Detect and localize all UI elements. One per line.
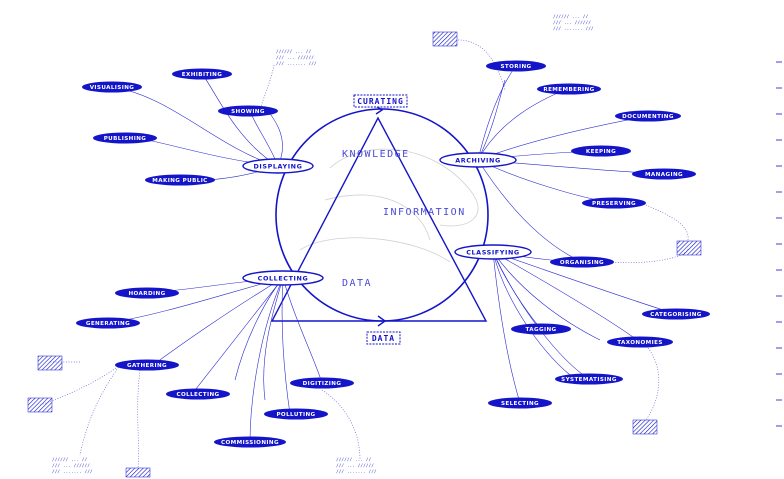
node-organising: ORGANISING [550, 256, 614, 268]
svg-text:/// ....... ///: /// ....... /// [276, 61, 317, 67]
curating-triangle [270, 116, 488, 322]
svg-text:VISUALISING: VISUALISING [90, 85, 135, 91]
data-box: DATA [366, 331, 401, 345]
svg-text:/// ... //////: /// ... ////// [52, 463, 90, 469]
connectors [107, 65, 677, 443]
scribble-note-4: ////// ... // /// ... ////// /// .......… [336, 457, 377, 475]
hatch-box-6 [125, 467, 151, 478]
svg-text:SHOWING: SHOWING [231, 109, 265, 115]
node-generating: GENERATING [76, 317, 140, 329]
svg-text:DISPLAYING: DISPLAYING [254, 162, 303, 170]
svg-text:KEEPING: KEEPING [586, 149, 616, 155]
svg-text:/// ... //////: /// ... ////// [336, 463, 374, 469]
svg-text:COLLECTING: COLLECTING [176, 392, 219, 398]
svg-text:PRESERVING: PRESERVING [592, 201, 636, 207]
scribble-note-1: ////// ... // /// ... ////// /// .......… [553, 14, 594, 32]
node-polluting: POLLUTING [264, 408, 328, 420]
svg-text:ARCHIVING: ARCHIVING [455, 156, 501, 164]
scribble-note-3: ////// ... // /// ... ////// /// .......… [52, 457, 93, 475]
svg-text:CURATING: CURATING [357, 97, 404, 106]
node-documenting: DOCUMENTING [615, 110, 681, 122]
node-managing: MANAGING [632, 168, 696, 180]
node-taxonomies: TAXONOMIES [607, 336, 673, 348]
node-storing: STORING [486, 60, 546, 72]
node-remembering: REMEMBERING [537, 83, 601, 95]
node-showing: SHOWING [218, 105, 278, 117]
node-exhibiting: EXHIBITING [172, 68, 232, 80]
node-tagging: TAGGING [511, 323, 571, 335]
svg-text:/// ... //////: /// ... ////// [553, 20, 591, 26]
svg-text:REMEMBERING: REMEMBERING [543, 87, 594, 93]
svg-text:SELECTING: SELECTING [501, 401, 539, 407]
hub-archiving: ARCHIVING [439, 152, 517, 168]
zone-information: INFORMATION [383, 207, 466, 218]
node-making-public: MAKING PUBLIC [145, 174, 215, 186]
node-hoarding: HOARDING [115, 287, 179, 299]
svg-text:EXHIBITING: EXHIBITING [182, 72, 222, 78]
hatch-box-4 [37, 355, 63, 371]
hub-classifying: CLASSIFYING [454, 244, 532, 260]
svg-text:DATA: DATA [372, 334, 395, 343]
hatch-box-2 [676, 240, 702, 256]
node-digitizing: DIGITIZING [290, 377, 354, 389]
svg-text:/// ... //////: /// ... ////// [276, 55, 314, 61]
node-selecting: SELECTING [488, 397, 552, 409]
svg-text:DIGITIZING: DIGITIZING [303, 381, 342, 387]
zone-knowledge: KNOWLEDGE [342, 149, 410, 160]
svg-text:////// ... //: ////// ... // [553, 14, 589, 20]
svg-text:HOARDING: HOARDING [128, 291, 165, 297]
hatch-box-1 [432, 31, 458, 47]
svg-text:GENERATING: GENERATING [86, 321, 130, 327]
svg-text:////// ... //: ////// ... // [336, 457, 372, 463]
svg-text:CLASSIFYING: CLASSIFYING [466, 248, 520, 256]
hatch-box-5 [27, 397, 53, 413]
node-preserving: PRESERVING [582, 197, 646, 209]
node-keeping: KEEPING [571, 145, 631, 157]
svg-text:TAXONOMIES: TAXONOMIES [617, 340, 663, 346]
node-categorising: CATEGORISING [642, 308, 710, 320]
triangle-arrow [377, 315, 387, 327]
node-systematising: SYSTEMATISING [555, 373, 623, 385]
svg-text:SYSTEMATISING: SYSTEMATISING [561, 377, 617, 383]
node-visualising: VISUALISING [82, 81, 142, 93]
svg-text:ORGANISING: ORGANISING [560, 260, 604, 266]
scribble-note-2: ////// ... // /// ... ////// /// .......… [276, 49, 317, 67]
svg-text:CATEGORISING: CATEGORISING [650, 312, 702, 318]
svg-text:/// ....... ///: /// ....... /// [553, 26, 594, 32]
svg-text:TAGGING: TAGGING [525, 327, 556, 333]
svg-text:COLLECTING: COLLECTING [258, 274, 309, 282]
node-commissioning: COMMISSIONING [214, 436, 286, 448]
hub-displaying: DISPLAYING [242, 158, 314, 174]
node-publishing: PUBLISHING [93, 132, 157, 144]
svg-text:////// ... //: ////// ... // [52, 457, 88, 463]
svg-text:/// ....... ///: /// ....... /// [336, 469, 377, 475]
node-gathering: GATHERING [115, 359, 179, 371]
hub-collecting: COLLECTING [242, 270, 324, 286]
svg-text:GATHERING: GATHERING [127, 363, 167, 369]
svg-text:PUBLISHING: PUBLISHING [104, 136, 147, 142]
node-collecting-leaf: COLLECTING [166, 388, 230, 400]
hatch-box-3 [632, 419, 658, 435]
svg-text:COMMISSIONING: COMMISSIONING [221, 440, 279, 446]
svg-text:DOCUMENTING: DOCUMENTING [622, 114, 674, 120]
edge-ticks [776, 61, 782, 427]
svg-text:POLLUTING: POLLUTING [276, 412, 315, 418]
svg-text:STORING: STORING [500, 64, 531, 70]
zone-data: DATA [342, 278, 372, 289]
curating-box: CURATING [353, 94, 408, 108]
info-curves [299, 148, 479, 263]
svg-text:MANAGING: MANAGING [645, 172, 683, 178]
svg-text:////// ... //: ////// ... // [276, 49, 312, 55]
svg-text:MAKING PUBLIC: MAKING PUBLIC [152, 178, 207, 184]
svg-text:/// ....... ///: /// ....... /// [52, 469, 93, 475]
